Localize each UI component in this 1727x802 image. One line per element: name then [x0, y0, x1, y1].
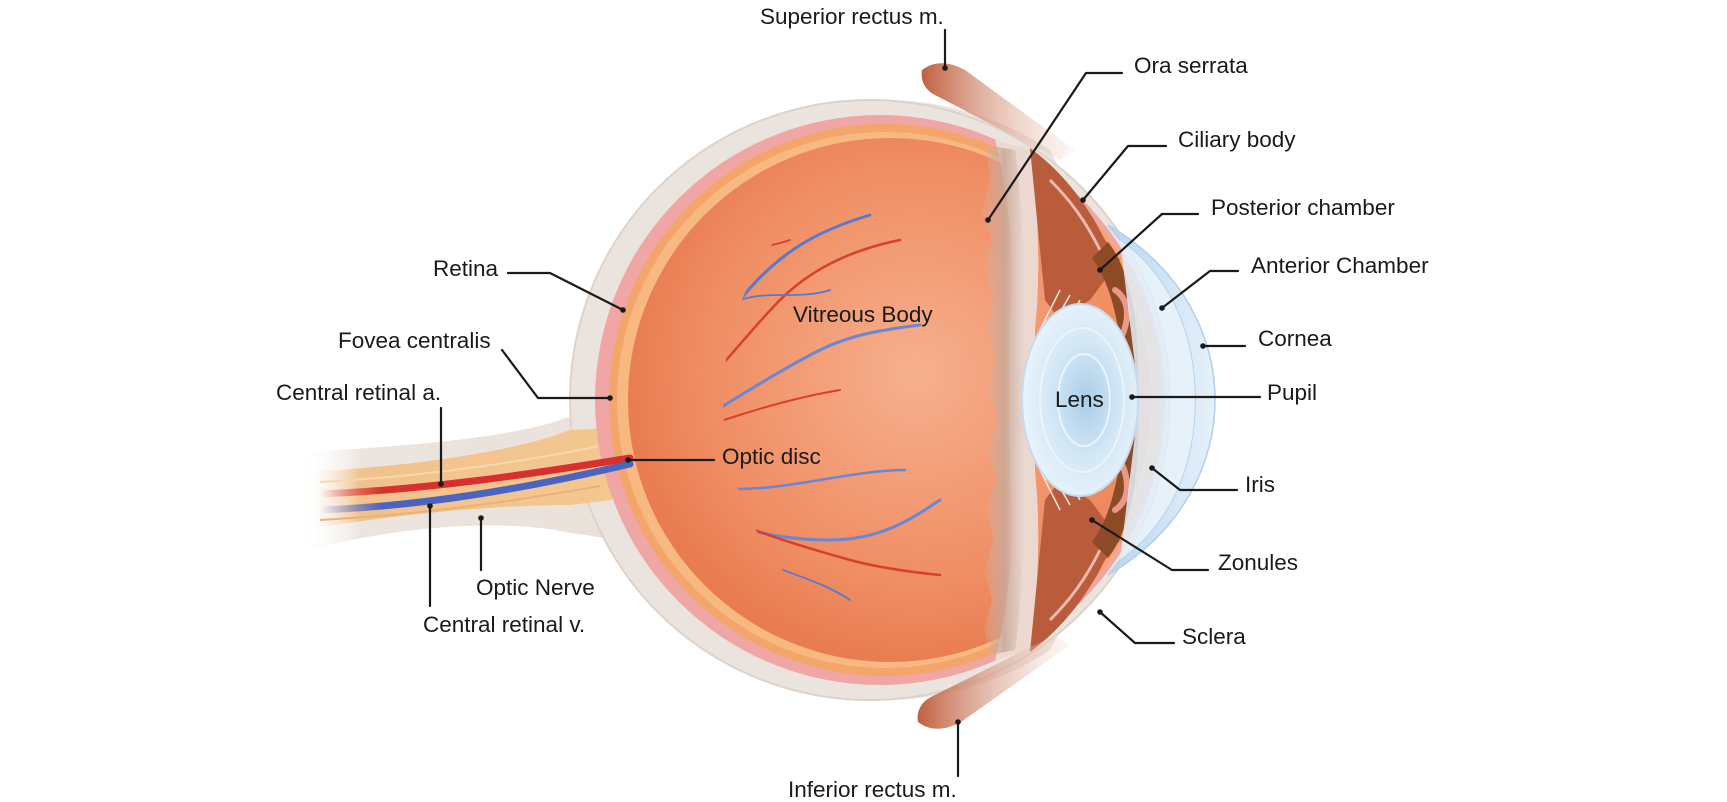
- label-sclera: Sclera: [1182, 624, 1246, 649]
- leader-retina: [506, 271, 625, 312]
- leader-posterior-chamber: [1098, 212, 1200, 272]
- label-retina: Retina: [433, 256, 499, 281]
- label-inferior-rectus: Inferior rectus m.: [788, 777, 957, 802]
- leader-sclera: [1098, 610, 1176, 645]
- lens: [1021, 303, 1139, 497]
- label-optic-nerve: Optic Nerve: [476, 575, 595, 600]
- label-ora-serrata: Ora serrata: [1134, 53, 1248, 78]
- label-superior-rectus: Superior rectus m.: [760, 4, 944, 29]
- cornea: [1107, 224, 1216, 576]
- leader-ora-serrata: [986, 71, 1124, 222]
- labels: Superior rectus m. Ora serrata Ciliary b…: [276, 4, 1429, 802]
- label-pupil: Pupil: [1267, 380, 1317, 405]
- leader-iris: [1150, 466, 1239, 492]
- label-anterior-chamber: Anterior Chamber: [1251, 253, 1429, 278]
- label-iris: Iris: [1245, 472, 1275, 497]
- leader-ciliary-body: [1081, 144, 1168, 202]
- label-optic-disc: Optic disc: [722, 444, 821, 469]
- central-retinal-artery: [316, 454, 634, 498]
- vitreous-front: [982, 140, 1039, 660]
- leader-fovea: [500, 348, 612, 400]
- label-central-retinal-v: Central retinal v.: [423, 612, 585, 637]
- label-ciliary-body: Ciliary body: [1178, 127, 1296, 152]
- label-fovea-centralis: Fovea centralis: [338, 328, 491, 353]
- leader-lines: [427, 28, 1262, 778]
- superior-rectus-muscle: [921, 63, 1075, 160]
- label-zonules: Zonules: [1218, 550, 1298, 575]
- leader-zonules: [1090, 518, 1210, 572]
- leader-anterior-chamber: [1160, 269, 1240, 310]
- label-central-retinal-a: Central retinal a.: [276, 380, 441, 405]
- label-vitreous-body: Vitreous Body: [793, 302, 933, 327]
- label-cornea: Cornea: [1258, 326, 1332, 351]
- central-retinal-vein: [316, 460, 634, 514]
- inferior-rectus-muscle: [917, 635, 1070, 729]
- label-lens: Lens: [1055, 387, 1104, 412]
- label-posterior-chamber: Posterior chamber: [1211, 195, 1395, 220]
